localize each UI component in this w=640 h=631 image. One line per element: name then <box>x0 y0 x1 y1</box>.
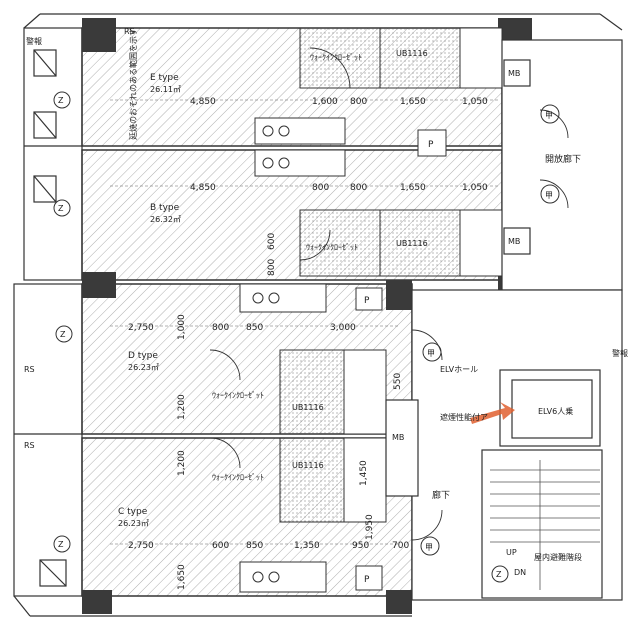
dim-r4-0: 2,750 <box>128 541 154 551</box>
closet-label-b: ｳｫｰｸｲﾝｸﾛｰｾﾞｯﾄ <box>306 243 358 252</box>
dim-r3-3: 3,000 <box>330 323 356 333</box>
dim-r1-1: 1,600 <box>312 97 338 107</box>
unit-b-name: B type <box>150 203 180 213</box>
dim-r2-3: 1,650 <box>400 183 426 193</box>
dim-v-1: 1,450 <box>359 460 369 486</box>
dimension-lines <box>110 99 500 545</box>
unit-b-area: 26.32㎡ <box>150 215 181 224</box>
kou-marker-4: 甲 <box>425 543 433 552</box>
outer-wall-corners <box>13 13 623 617</box>
mb-label-2: MB <box>508 237 520 246</box>
mb-label-1: MB <box>508 69 520 78</box>
dim-v-8: 800 <box>267 259 277 276</box>
rs-label-2: RS <box>24 365 35 374</box>
mb-label-3: MB <box>392 433 404 442</box>
elevator-label: ELV6人乗 <box>538 406 573 416</box>
dim-r2-1: 800 <box>312 183 329 193</box>
dim-v-6: 1,650 <box>177 564 187 590</box>
unit-e-name: E type <box>150 73 179 83</box>
rs-label-3: RS <box>24 441 35 450</box>
closet-label-d: ｳｫｰｸｲﾝｸﾛｰｾﾞｯﾄ <box>212 391 264 400</box>
elevator-hall-label: ELVホール <box>440 365 478 374</box>
dim-r2-2: 800 <box>350 183 367 193</box>
dim-r4-5: 700 <box>392 541 409 551</box>
ub-label-b: UB1116 <box>396 239 428 248</box>
kou-marker-1: 甲 <box>545 111 553 120</box>
fire-spread-note: 延焼のおそれのある範囲を示す <box>128 28 138 140</box>
dim-r1-0: 4,850 <box>190 97 216 107</box>
kou-marker-3: 甲 <box>427 349 435 358</box>
dim-r2-4: 1,050 <box>462 183 488 193</box>
unit-c-name: C type <box>118 507 148 517</box>
common-area <box>385 39 623 601</box>
dim-r2-0: 4,850 <box>190 183 216 193</box>
dim-r3-2: 850 <box>246 323 263 333</box>
door-swings <box>209 47 569 541</box>
fire-door-label: 遮煙性能付ア <box>440 412 488 422</box>
dim-r1-2: 800 <box>350 97 367 107</box>
p-label-3: P <box>364 575 370 585</box>
ub-label-d: UB1116 <box>292 403 324 412</box>
dim-v-3: 1,200 <box>177 450 187 476</box>
z-marker-3: Z <box>60 330 66 339</box>
unit-c-area: 26.23㎡ <box>118 519 149 528</box>
dim-r1-4: 1,050 <box>462 97 488 107</box>
ub-label-c: UB1116 <box>292 461 324 470</box>
z-marker-1: Z <box>58 96 64 105</box>
unit-d-area: 26.23㎡ <box>128 363 159 372</box>
left-balconies <box>13 27 83 597</box>
dim-v-2: 1,200 <box>177 394 187 420</box>
pipe-spaces <box>355 129 447 591</box>
rs-label-1: RS <box>124 27 135 36</box>
p-label-1: P <box>428 140 434 150</box>
alarm-label-right: 警報 <box>612 348 628 358</box>
ub-label-e: UB1116 <box>396 49 428 58</box>
closet-label-c: ｳｫｰｸｲﾝｸﾛｰｾﾞｯﾄ <box>212 473 264 482</box>
dim-r4-1: 600 <box>212 541 229 551</box>
dim-v-7: 600 <box>267 233 277 250</box>
escape-stair-label: 屋内避難階段 <box>534 552 582 562</box>
fire-door-arrow <box>470 402 515 424</box>
z-marker-2: Z <box>58 204 64 213</box>
dim-v-0: 1,000 <box>177 314 187 340</box>
dim-r4-2: 850 <box>246 541 263 551</box>
dim-r4-3: 1,350 <box>294 541 320 551</box>
dim-v-4: 550 <box>393 373 403 390</box>
z-marker-4: Z <box>58 540 64 549</box>
dim-v-5: 1,950 <box>365 514 375 540</box>
stair-up-label: UP <box>506 548 517 557</box>
unit-d-name: D type <box>128 351 158 361</box>
stair-down-label: DN <box>514 568 526 577</box>
symbol-markers <box>53 91 560 583</box>
corridor-label: 廊下 <box>432 489 450 501</box>
open-corridor-label: 開放廊下 <box>545 153 581 165</box>
z-marker-5: Z <box>496 570 502 579</box>
kitchens <box>239 117 346 593</box>
dim-r4-4: 950 <box>352 541 369 551</box>
p-label-2: P <box>364 296 370 306</box>
wet-areas <box>279 27 503 523</box>
dim-r3-1: 800 <box>212 323 229 333</box>
kou-marker-2: 甲 <box>545 191 553 200</box>
dim-r3-0: 2,750 <box>128 323 154 333</box>
unit-e-area: 26.11㎡ <box>150 85 181 94</box>
closet-label-e: ｳｫｰｸｲﾝｸﾛｰｾﾞｯﾄ <box>310 53 362 62</box>
alarm-label-left: 警報 <box>26 36 42 46</box>
dim-r1-3: 1,650 <box>400 97 426 107</box>
